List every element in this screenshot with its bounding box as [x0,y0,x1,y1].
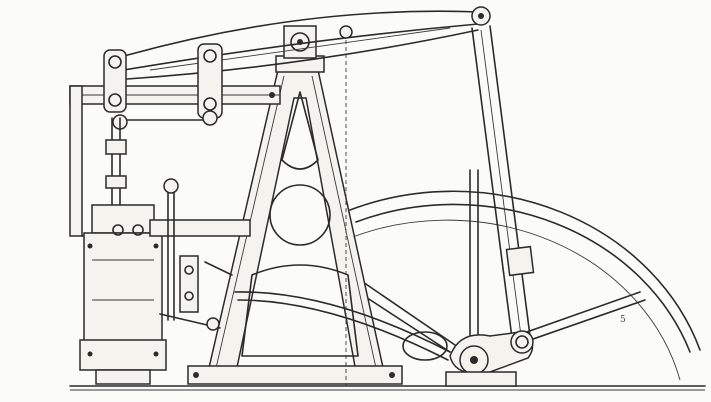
frame-opening-top [281,91,319,170]
crank-pin [510,330,534,354]
crank [445,330,534,387]
valve-gear [159,178,233,331]
flywheel-mark: 5 [620,315,626,325]
eccentric-rod [234,291,451,361]
centre-line [339,25,353,386]
parallel-motion [69,43,281,237]
frame-opening-round [269,184,331,246]
cylinder [79,204,251,385]
connecting-rod [471,25,535,339]
flywheel: 5 [344,169,701,381]
piston-rod [105,117,127,206]
frame-opening-bottom [241,264,359,357]
base-line [69,385,706,391]
